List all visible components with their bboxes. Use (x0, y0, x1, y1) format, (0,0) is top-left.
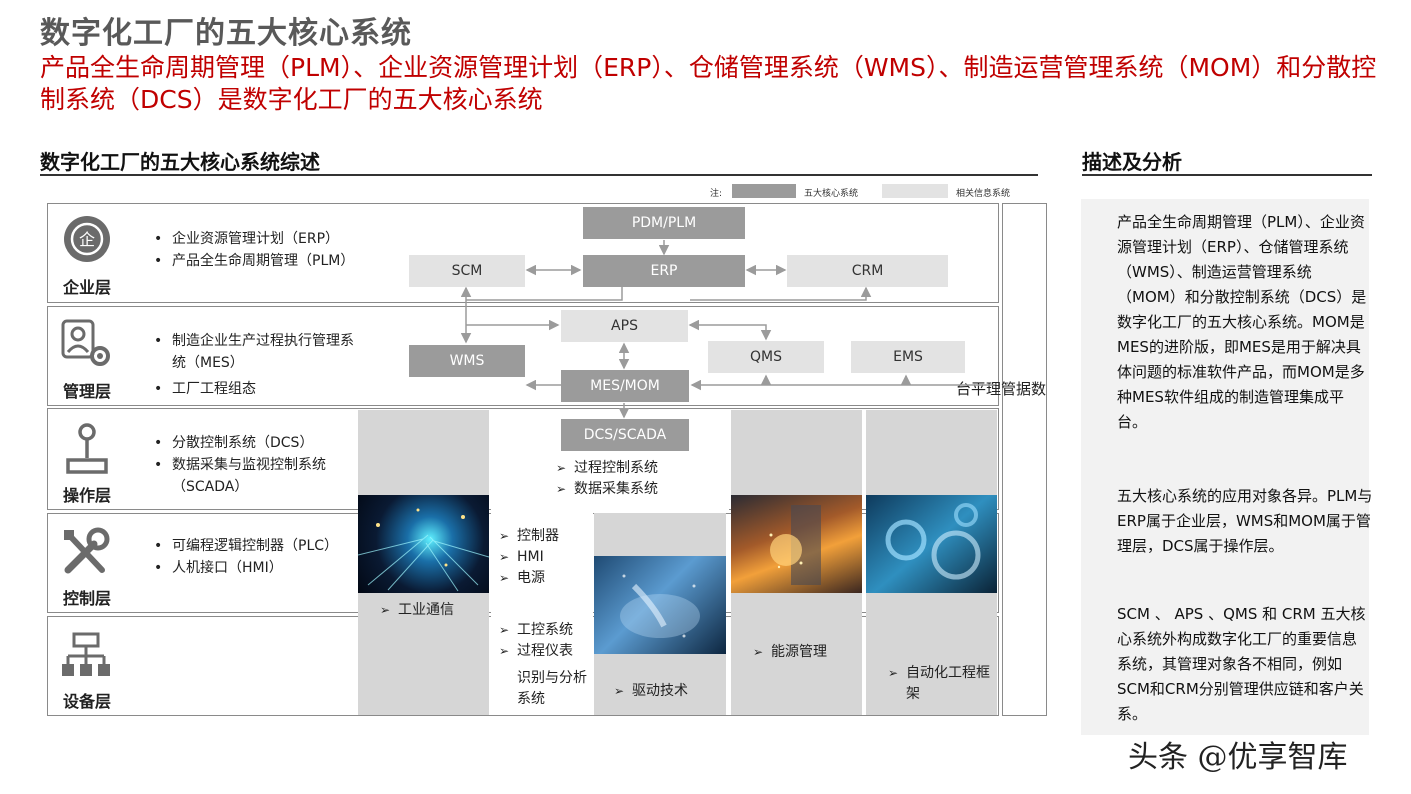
column-drive-text: 驱动技术 (632, 683, 688, 699)
comm-photo-lines (358, 508, 489, 592)
watermark: 头条 @优享智库 (1128, 740, 1348, 775)
dcs-item: 过程控制系统 (556, 458, 658, 479)
system-crm: CRM (787, 255, 948, 287)
layer-bullets-enterprise: 企业资源管理计划（ERP） 产品全生命周期管理（PLM） (150, 228, 360, 272)
bullet-item: 企业资源管理计划（ERP） (150, 228, 360, 250)
overview-title: 数字化工厂的五大核心系统综述 (40, 150, 320, 174)
column-drive-label: 驱动技术 (614, 681, 1411, 702)
tools-icon (64, 527, 110, 574)
device-item: 工控系统 (499, 620, 573, 641)
identify-analysis-text: 识别与分析系统 (517, 670, 587, 707)
system-dcs-scada: DCS/SCADA (561, 419, 689, 451)
dcs-item: 数据采集系统 (556, 479, 658, 500)
system-mes-mom: MES/MOM (561, 370, 689, 402)
data-platform-box (1002, 203, 1047, 716)
layer-name-enterprise: 企业层 (62, 278, 111, 297)
layer-bullets-operation: 分散控制系统（DCS） 数据采集与监视控制系统（SCADA） (150, 432, 355, 498)
manager-gear-icon (61, 319, 110, 366)
device-item: 过程仪表 (499, 641, 573, 662)
control-item: 控制器 (499, 526, 559, 547)
automation-photo (866, 495, 997, 593)
layer-bullets-control: 可编程逻辑控制器（PLC） 人机接口（HMI） (150, 535, 360, 579)
connector-aps-qms (688, 319, 772, 341)
legend-related-label: 相关信息系统 (956, 189, 1011, 199)
control-item: 电源 (499, 568, 559, 589)
comm-photo (358, 495, 489, 593)
column-automation-text: 自动化工程框架 (906, 665, 990, 702)
legend-prefix: 注: (710, 189, 723, 199)
legend-related-swatch (882, 184, 948, 198)
connector-crm-aps (690, 286, 872, 301)
column-comm-text: 工业通信 (398, 602, 454, 618)
svg-text:企: 企 (79, 230, 95, 249)
layer-name-device: 设备层 (62, 692, 111, 711)
column-energy-label: 能源管理 (753, 642, 1411, 663)
system-pdm-plm: PDM/PLM (583, 207, 745, 239)
system-ems: EMS (851, 341, 965, 373)
layer-name-management: 管理层 (62, 382, 111, 401)
analysis-title: 描述及分析 (1082, 150, 1182, 174)
page-subtitle: 产品全生命周期管理（PLM）、企业资源管理计划（ERP）、仓储管理系统（WMS）… (40, 53, 1377, 114)
connector-erp-left (466, 287, 623, 301)
dcs-items-list: 过程控制系统 数据采集系统 (556, 458, 658, 500)
energy-photo (731, 495, 862, 593)
bullet-item: 制造企业生产过程执行管理系统（MES） (150, 330, 360, 374)
column-automation-label: 自动化工程框架 (888, 663, 996, 705)
control-item: HMI (499, 547, 559, 568)
device-items-list: 工控系统 过程仪表 (499, 620, 573, 662)
column-energy-text: 能源管理 (771, 644, 827, 660)
bullet-item: 工厂工程组态 (150, 378, 360, 400)
bullet-item: 数据采集与监视控制系统（SCADA） (150, 454, 355, 498)
analysis-title-underline (1082, 174, 1372, 176)
network-hierarchy-icon (62, 632, 110, 676)
system-erp: ERP (583, 255, 745, 287)
system-aps: APS (561, 310, 688, 342)
bullet-item: 产品全生命周期管理（PLM） (150, 250, 360, 272)
joystick-icon (66, 423, 108, 474)
layer-bullets-management: 制造企业生产过程执行管理系统（MES） 工厂工程组态 (150, 330, 360, 400)
page-title: 数字化工厂的五大核心系统 (40, 16, 412, 51)
legend-core-swatch (732, 184, 796, 198)
automation-photo-gears (885, 503, 981, 580)
layer-name-operation: 操作层 (62, 486, 111, 505)
control-items-list: 控制器 HMI 电源 (499, 526, 559, 589)
bullet-item: 分散控制系统（DCS） (150, 432, 355, 454)
legend-core-label: 五大核心系统 (804, 189, 859, 199)
bullet-item: 人机接口（HMI） (150, 557, 360, 579)
bullet-item: 可编程逻辑控制器（PLC） (150, 535, 360, 557)
analysis-paragraph-1: 产品全生命周期管理（PLM）、企业资源管理计划（ERP）、仓储管理系统（WMS）… (1117, 213, 1367, 431)
system-wms: WMS (409, 345, 525, 377)
system-qms: QMS (708, 341, 824, 373)
overview-title-underline (40, 174, 1038, 176)
energy-photo-sparks (769, 505, 821, 585)
system-scm: SCM (409, 255, 525, 287)
layer-name-control: 控制层 (62, 589, 111, 608)
analysis-paragraph-2: 五大核心系统的应用对象各异。PLM与ERP属于企业层，WMS和MOM属于管理层，… (1117, 487, 1373, 555)
analysis-panel (1081, 199, 1369, 735)
analysis-paragraph-3: SCM 、 APS 、QMS 和 CRM 五大核心系统外构成数字化工厂的重要信息… (1117, 605, 1366, 723)
enterprise-icon: 企 (64, 216, 110, 262)
column-comm-label: 工业通信 (380, 600, 1411, 621)
